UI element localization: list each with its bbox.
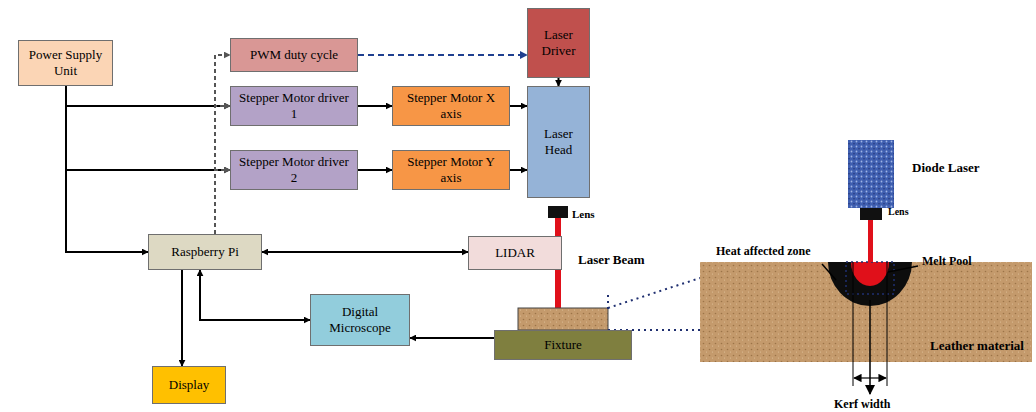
- sensor-box: LIDAR: [468, 236, 562, 270]
- connector-arrow: [215, 170, 230, 234]
- annotation-label: Leather material: [930, 338, 1024, 354]
- pwm-box: PWM duty cycle: [230, 38, 358, 72]
- zoom-line: [608, 278, 700, 308]
- laser-head-box: Laser Head: [527, 86, 590, 198]
- connector-arrow: [66, 86, 230, 170]
- box-text: Fixture: [544, 337, 582, 353]
- box-text: Digital Microscope: [315, 304, 405, 335]
- lens: [548, 206, 568, 218]
- kerf-arrow: [869, 300, 871, 394]
- annotation-label: Lens: [888, 206, 909, 217]
- laser-driver-box: Laser Driver: [527, 8, 590, 78]
- connector-arrow: [358, 169, 392, 171]
- controller-box: Raspberry Pi: [148, 234, 262, 270]
- annotation-label: Diode Laser: [912, 160, 980, 176]
- leather-material: [700, 262, 1032, 362]
- connector-arrow: [200, 270, 310, 320]
- box-text: Laser Head: [532, 126, 585, 157]
- microscope-box: Digital Microscope: [310, 294, 410, 346]
- box-text: Stepper Motor driver 1: [235, 90, 353, 121]
- diode-laser: [848, 140, 894, 208]
- box-text: Display: [169, 377, 209, 393]
- connector-arrow: [262, 251, 468, 253]
- connector-arrow: [215, 55, 230, 234]
- connector-arrow: [558, 78, 560, 86]
- annotation-label: Laser Beam: [578, 252, 645, 268]
- annotation-label: Kerf width: [834, 397, 890, 412]
- melt-pool: [851, 262, 889, 286]
- connector-arrow: [358, 54, 527, 56]
- stepper-motor-box: Stepper Motor X axis: [392, 86, 510, 126]
- box-text: Raspberry Pi: [171, 244, 239, 260]
- box-text: Stepper Motor Y axis: [397, 154, 505, 185]
- box-text: Power Supply Unit: [23, 47, 108, 78]
- connector-arrow: [66, 86, 148, 252]
- connector-arrow: [410, 337, 494, 339]
- motor-driver-box: Stepper Motor driver 2: [230, 150, 358, 190]
- leather-workpiece: [518, 308, 608, 330]
- kerf-line: [853, 262, 854, 386]
- annotation-label: Lens: [572, 208, 595, 220]
- lens: [860, 208, 882, 220]
- annotation-label: Heat affected zone: [716, 244, 811, 259]
- box-text: LIDAR: [495, 245, 535, 261]
- kerf-line: [887, 262, 888, 386]
- box-text: PWM duty cycle: [250, 47, 338, 63]
- connector-arrow: [215, 106, 230, 234]
- zoom-line: [607, 295, 609, 310]
- connector-arrow: [510, 169, 527, 171]
- heat-affected-zone: [828, 262, 912, 306]
- connector-arrow: [510, 105, 527, 107]
- display-box: Display: [152, 366, 226, 404]
- annotation-label: Melt Pool: [922, 254, 972, 269]
- box-text: Laser Driver: [532, 27, 585, 58]
- motor-driver-box: Stepper Motor driver 1: [230, 86, 358, 126]
- connector-arrow: [181, 270, 183, 366]
- connector-arrow: [358, 105, 392, 107]
- leader-line: [822, 264, 836, 280]
- connector-arrow: [66, 86, 230, 106]
- box-text: Stepper Motor driver 2: [235, 154, 353, 185]
- box-text: Stepper Motor X axis: [397, 90, 505, 121]
- laser-beam: [868, 220, 873, 262]
- power-supply-box: Power Supply Unit: [18, 40, 113, 86]
- leader-line: [888, 266, 918, 272]
- fixture-box: Fixture: [494, 330, 632, 360]
- stepper-motor-box: Stepper Motor Y axis: [392, 150, 510, 190]
